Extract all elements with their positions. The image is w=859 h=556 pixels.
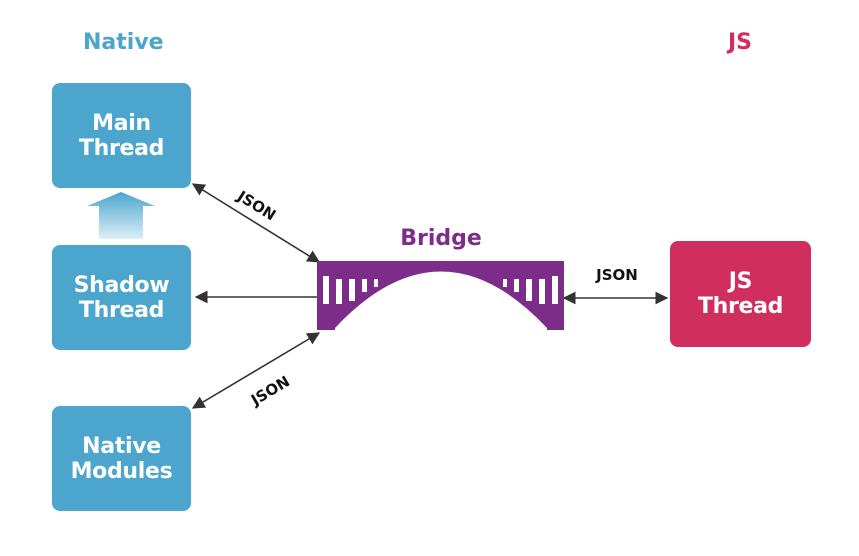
native-heading: Native [83, 30, 164, 55]
js-thread-box: JS Thread [670, 241, 811, 347]
shadow-thread-label: Shadow Thread [73, 272, 170, 323]
main-bridge-json-label: JSON [233, 187, 279, 225]
modules-bridge-connector [191, 332, 321, 409]
update-arrow [87, 192, 155, 239]
js-thread-label: JS Thread [697, 269, 784, 319]
bridge-icon [317, 261, 564, 330]
shadow-thread-box: Shadow Thread [52, 245, 191, 350]
main-thread-label: Main Thread [78, 110, 165, 161]
bridge-js-json-label: JSON [595, 266, 638, 284]
bridge-label: Bridge [400, 226, 482, 251]
native-modules-label: Native Modules [70, 433, 173, 484]
main-thread-box: Main Thread [52, 83, 191, 188]
main-bridge-connector [191, 183, 321, 263]
native-modules-box: Native Modules [52, 406, 191, 511]
js-heading: JS [728, 30, 753, 55]
modules-bridge-json-label: JSON [247, 372, 293, 409]
